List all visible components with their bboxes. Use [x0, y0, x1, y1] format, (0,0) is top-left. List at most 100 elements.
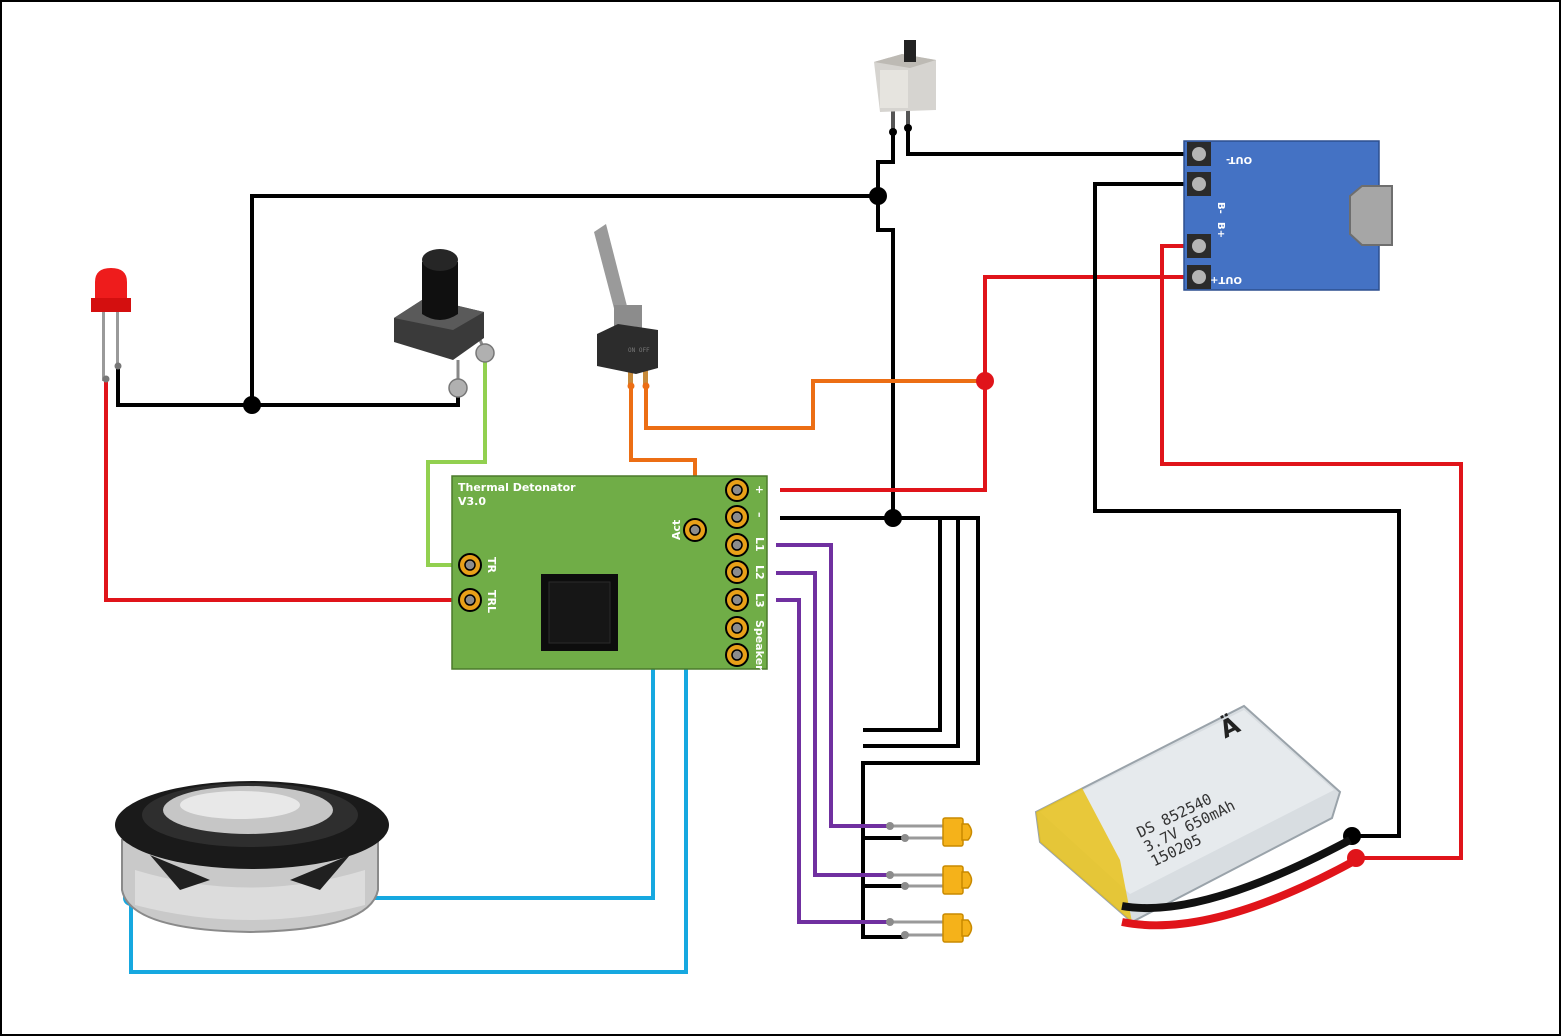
toggle-lead-end: [642, 382, 650, 390]
pushbutton-pin: [475, 343, 495, 363]
slide-switch-lead-end: [904, 124, 912, 132]
led-lead-end: [886, 918, 894, 926]
indicator-led-1: [886, 817, 973, 847]
charger-label-b-minus: B-: [1215, 202, 1226, 214]
junction-dot: [243, 396, 261, 414]
speaker-tabs: [150, 855, 350, 890]
led-rim: [91, 298, 131, 312]
pin-hole: [731, 511, 743, 523]
led-ground-leads: [863, 836, 905, 888]
speaker: [115, 781, 389, 934]
led-dome: [961, 823, 973, 841]
charger-pad-hole: [1192, 270, 1206, 284]
pin-hole: [731, 566, 743, 578]
label-act: Act: [670, 520, 683, 540]
pin-hole: [731, 539, 743, 551]
speaker-frame-shine: [135, 870, 365, 920]
slide-switch-actuator: [904, 40, 916, 62]
charger-board: [1183, 140, 1380, 291]
pin-hole: [731, 622, 743, 634]
battery-wire-black: [1121, 836, 1352, 913]
indicator-led-3: [886, 913, 973, 943]
pin-hole: [731, 594, 743, 606]
slide-switch-face: [880, 70, 908, 108]
led-lead-end: [901, 882, 909, 890]
indicator-leds: [886, 817, 973, 943]
led-lead: [102, 306, 105, 381]
charger-label-out-plus: OUT+: [1210, 274, 1242, 285]
toggle-lever: [594, 224, 628, 316]
label-plus: +: [753, 485, 766, 494]
led-rim: [942, 817, 964, 847]
slide-switch-lead: [906, 110, 910, 128]
led-dome: [961, 871, 973, 889]
pushbutton-pin: [448, 378, 468, 398]
speaker-cone-highlight: [180, 791, 300, 819]
led-rim: [942, 913, 964, 943]
pin-hole: [464, 594, 476, 606]
led-ground-branch-2: [863, 518, 960, 748]
charger-label-b-plus: B+: [1215, 222, 1226, 238]
indicator-led-2: [886, 865, 973, 895]
led-lead-end: [102, 375, 110, 383]
slide-switch: [874, 40, 936, 136]
battery-plus-wire: [1160, 244, 1463, 860]
red-led: [91, 268, 131, 383]
junction-dot: [976, 372, 994, 390]
pin-hole: [689, 524, 701, 536]
led-lead-end: [886, 871, 894, 879]
pushbutton: [394, 249, 495, 398]
slide-switch-lead: [891, 110, 895, 132]
led-ground-branch-1: [863, 518, 942, 732]
led-positive-wire: [104, 380, 470, 602]
junction-dot: [869, 187, 887, 205]
board-header: [458, 478, 749, 667]
label-speaker: Speaker: [753, 620, 766, 671]
l3-wire: [776, 598, 890, 924]
label-trl: TRL: [485, 590, 498, 613]
label-l2: L2: [753, 565, 766, 580]
pushbutton-plunger: [422, 262, 458, 320]
board-title: Thermal Detonator: [458, 481, 576, 494]
led-rim: [942, 865, 964, 895]
toggle-lead: [628, 368, 633, 386]
charger-pad-hole: [1192, 177, 1206, 191]
battery-minus-wire: [1093, 182, 1401, 838]
charger-pad-hole: [1192, 147, 1206, 161]
charger-label-out-minus: OUT-: [1226, 154, 1252, 165]
battery-tape: [1036, 788, 1132, 922]
board-pin-labels: + – L1 L2 L3 Speaker Act TR TRL: [485, 485, 766, 671]
out-minus-wire: [906, 128, 1198, 156]
slide-switch-lead-end: [889, 128, 897, 136]
wires: [104, 128, 1463, 974]
toggle-lead-end: [627, 382, 635, 390]
label-l3: L3: [753, 593, 766, 608]
charger-pad-hole: [1192, 239, 1206, 253]
pin-hole: [464, 559, 476, 571]
label-minus: –: [753, 512, 766, 518]
l1-wire: [776, 543, 890, 828]
toggle-power-wire: [644, 379, 985, 430]
detonator-board: Thermal Detonator V3.0: [451, 475, 768, 671]
charger-pads: [1187, 142, 1211, 289]
board-version: V3.0: [458, 495, 486, 508]
pin-hole: [731, 649, 743, 661]
usb-port: [1349, 185, 1393, 246]
board-minus-wire: [780, 516, 980, 939]
ground-bus-top: [250, 194, 878, 405]
toggle-switch: ON OFF: [594, 224, 658, 390]
l2-wire: [776, 571, 890, 877]
led-lead-end: [901, 931, 909, 939]
label-l1: L1: [753, 537, 766, 552]
led-lead: [116, 306, 119, 366]
label-tr: TR: [485, 557, 498, 574]
pin-hole: [731, 484, 743, 496]
trigger-wire: [426, 352, 487, 567]
led-lead-end: [886, 822, 894, 830]
battery: Ä DS 852540 3.7V 650mAh 150205: [1034, 704, 1358, 930]
battery-wire-red: [1121, 856, 1358, 930]
toggle-marking: ON OFF: [628, 347, 650, 354]
led-dome: [961, 919, 973, 937]
led-lead-end: [901, 834, 909, 842]
